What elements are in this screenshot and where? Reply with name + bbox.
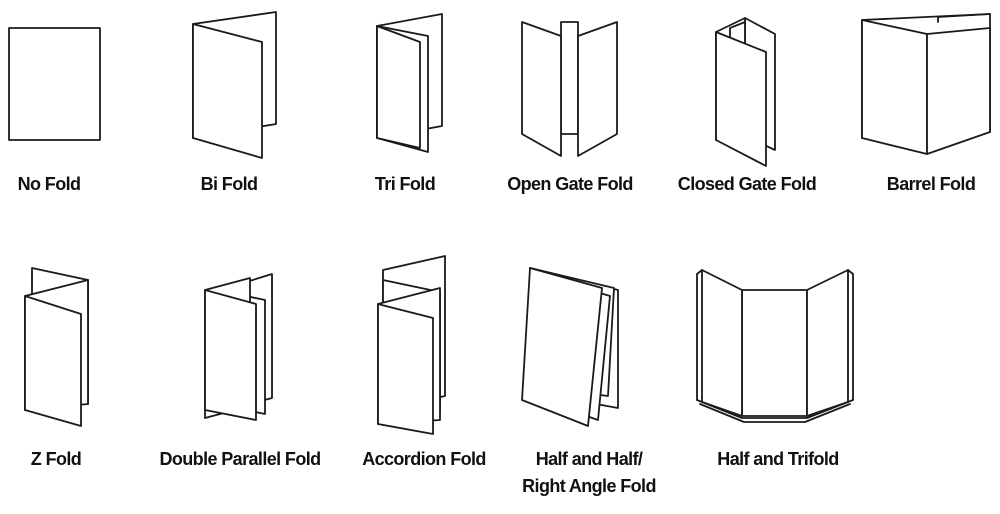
no-fold-label: No Fold: [17, 174, 81, 194]
half-and-half-label-line-2: Right Angle Fold: [522, 476, 656, 496]
closed-gate-fold-label: Closed Gate Fold: [677, 174, 817, 194]
half-and-trifold-label: Half and Trifold: [717, 449, 839, 469]
front-panel: [715, 31, 767, 167]
right-flap: [926, 27, 991, 155]
closed-gate-fold-illustration: [715, 17, 776, 167]
double-parallel-fold-label: Double Parallel Fold: [159, 449, 321, 469]
flat-sheet: [8, 27, 101, 141]
left-back-edge: [696, 269, 703, 401]
double-parallel-fold-illustration: [204, 273, 273, 421]
right-panel: [806, 269, 849, 417]
center-panel: [741, 289, 808, 417]
accordion-fold-label: Accordion Fold: [362, 449, 486, 469]
half-and-half-label-line-1: Half and Half/: [535, 449, 643, 469]
open-gate-fold-label: Open Gate Fold: [507, 174, 633, 194]
back-panel: [560, 21, 579, 135]
panel-1: [204, 289, 257, 421]
half-and-trifold-illustration: [696, 269, 854, 423]
right-flap: [577, 21, 618, 157]
front-panel: [192, 23, 263, 159]
tri-fold-label: Tri Fold: [374, 174, 436, 194]
left-flap: [521, 21, 562, 157]
panel-1: [377, 303, 434, 435]
z-fold-label: Z Fold: [30, 449, 82, 469]
accordion-fold-illustration: [377, 255, 446, 435]
front-panel: [521, 267, 603, 427]
bottom-fold-outer: [696, 399, 854, 419]
left-flap: [861, 19, 928, 155]
tri-fold-illustration: [376, 13, 443, 153]
bottom-fold-inner: [699, 403, 851, 423]
barrel-fold-illustration: [861, 13, 991, 155]
half-and-half-fold-label: Half and Half/ Right Angle Fold: [522, 446, 656, 500]
right-back-edge: [847, 269, 854, 401]
bi-fold-illustration: [192, 11, 277, 159]
front-panel: [376, 25, 421, 149]
bi-fold-label: Bi Fold: [200, 174, 258, 194]
front-panel: [24, 295, 82, 427]
inner-edge: [937, 13, 991, 23]
barrel-fold-label: Barrel Fold: [886, 174, 976, 194]
z-fold-illustration: [24, 267, 89, 427]
no-fold-illustration: [8, 27, 101, 141]
half-and-half-fold-illustration: [521, 267, 619, 427]
open-gate-fold-illustration: [521, 21, 618, 157]
left-panel: [701, 269, 743, 417]
